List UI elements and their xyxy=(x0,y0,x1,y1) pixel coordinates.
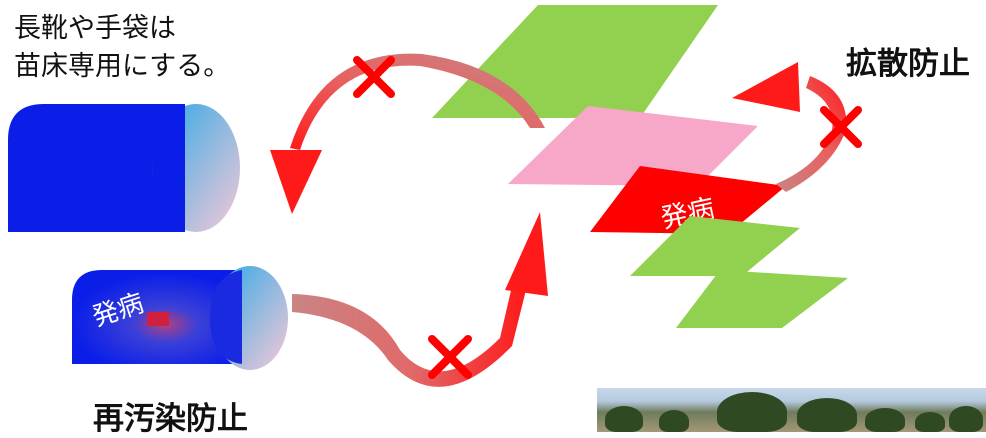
field-top xyxy=(432,5,718,118)
fields: 発病 xyxy=(432,5,848,328)
field-pink xyxy=(508,106,758,186)
field-bottom-2 xyxy=(676,270,848,328)
arrow-greenhouse-to-field xyxy=(292,212,548,387)
arrow-field-to-greenhouse xyxy=(270,53,545,214)
note-line-1: 長靴や手袋は xyxy=(14,13,176,44)
instruction-note: 長靴や手袋は 苗床専用にする。 xyxy=(14,10,230,86)
field-diseased xyxy=(590,166,786,234)
cross-mark-top xyxy=(353,56,395,98)
greenhouse-diseased: 発病 xyxy=(72,266,288,370)
infection-spot xyxy=(147,312,169,326)
arrow-spread-loop xyxy=(732,62,847,192)
field-photo xyxy=(597,388,986,432)
field-bottom-1 xyxy=(630,216,800,276)
spread-prevention-title: 拡散防止 xyxy=(846,46,970,82)
note-line-2: 苗床専用にする。 xyxy=(14,51,231,82)
cross-mark-right xyxy=(820,106,862,148)
recontamination-prevention-title: 再汚染防止 xyxy=(93,401,248,437)
cross-mark-bottom xyxy=(428,335,472,379)
greenhouse-healthy xyxy=(8,104,240,232)
